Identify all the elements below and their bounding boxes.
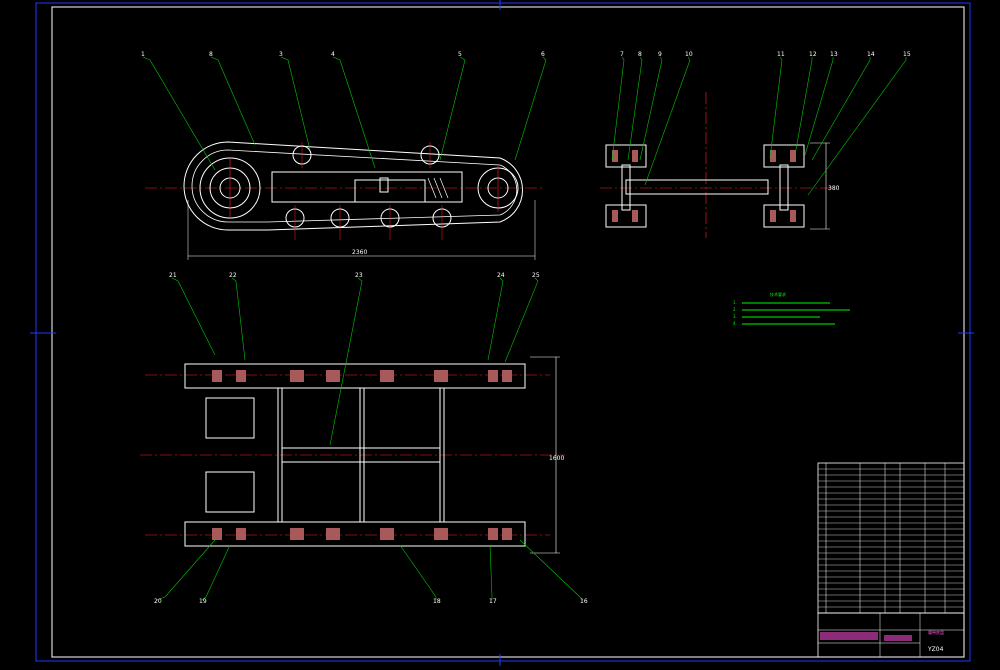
part-label-7: 7 bbox=[620, 51, 624, 58]
part-label-18: 18 bbox=[433, 598, 441, 605]
balloon-labels: 1 8 3 4 5 6 7 8 9 10 11 12 13 14 15 21 2… bbox=[141, 51, 911, 605]
drawing-title: 履带底盘 bbox=[928, 629, 944, 635]
part-label-17: 17 bbox=[489, 598, 497, 605]
part-label-22: 22 bbox=[229, 272, 237, 279]
part-label-20: 20 bbox=[154, 598, 162, 605]
title-block: 履带底盘 YZ04 bbox=[817, 612, 965, 658]
part-label-25: 25 bbox=[532, 272, 540, 279]
part-label-15: 15 bbox=[903, 51, 911, 58]
part-label-6: 6 bbox=[541, 51, 545, 58]
side-view: 2360 bbox=[145, 141, 545, 260]
dim-side-length: 2360 bbox=[352, 249, 367, 256]
note-3: 3. bbox=[733, 314, 737, 319]
part-label-23: 23 bbox=[355, 272, 363, 279]
part-label-16: 16 bbox=[580, 598, 588, 605]
outer-frame bbox=[35, 2, 971, 662]
part-label-14: 14 bbox=[867, 51, 875, 58]
technical-notes: 技术要求 1. 2. 3. 4. bbox=[733, 291, 850, 326]
part-label-8b: 8 bbox=[638, 51, 642, 58]
part-label-10: 10 bbox=[685, 51, 693, 58]
part-label-24: 24 bbox=[497, 272, 505, 279]
part-label-9: 9 bbox=[658, 51, 662, 58]
part-label-8a: 8 bbox=[209, 51, 213, 58]
part-label-11: 11 bbox=[777, 51, 785, 58]
note-1: 1. bbox=[733, 300, 737, 305]
plan-view: 1600 bbox=[140, 356, 565, 554]
drawing-number: YZ04 bbox=[927, 646, 944, 653]
leaders bbox=[142, 56, 907, 601]
part-label-13: 13 bbox=[830, 51, 838, 58]
dim-plan-width: 1600 bbox=[549, 455, 564, 462]
part-label-3: 3 bbox=[279, 51, 283, 58]
notes-heading: 技术要求 bbox=[770, 291, 786, 297]
part-label-5: 5 bbox=[458, 51, 462, 58]
note-4: 4. bbox=[733, 321, 737, 326]
inner-frame bbox=[51, 6, 965, 658]
part-label-19: 19 bbox=[199, 598, 207, 605]
note-2: 2. bbox=[733, 307, 737, 312]
part-label-4: 4 bbox=[331, 51, 335, 58]
part-label-21: 21 bbox=[169, 272, 177, 279]
parts-list bbox=[817, 462, 965, 614]
part-label-12: 12 bbox=[809, 51, 817, 58]
part-label-1: 1 bbox=[141, 51, 145, 58]
end-view: 380 bbox=[600, 92, 840, 238]
dim-end-height: 380 bbox=[828, 185, 840, 192]
